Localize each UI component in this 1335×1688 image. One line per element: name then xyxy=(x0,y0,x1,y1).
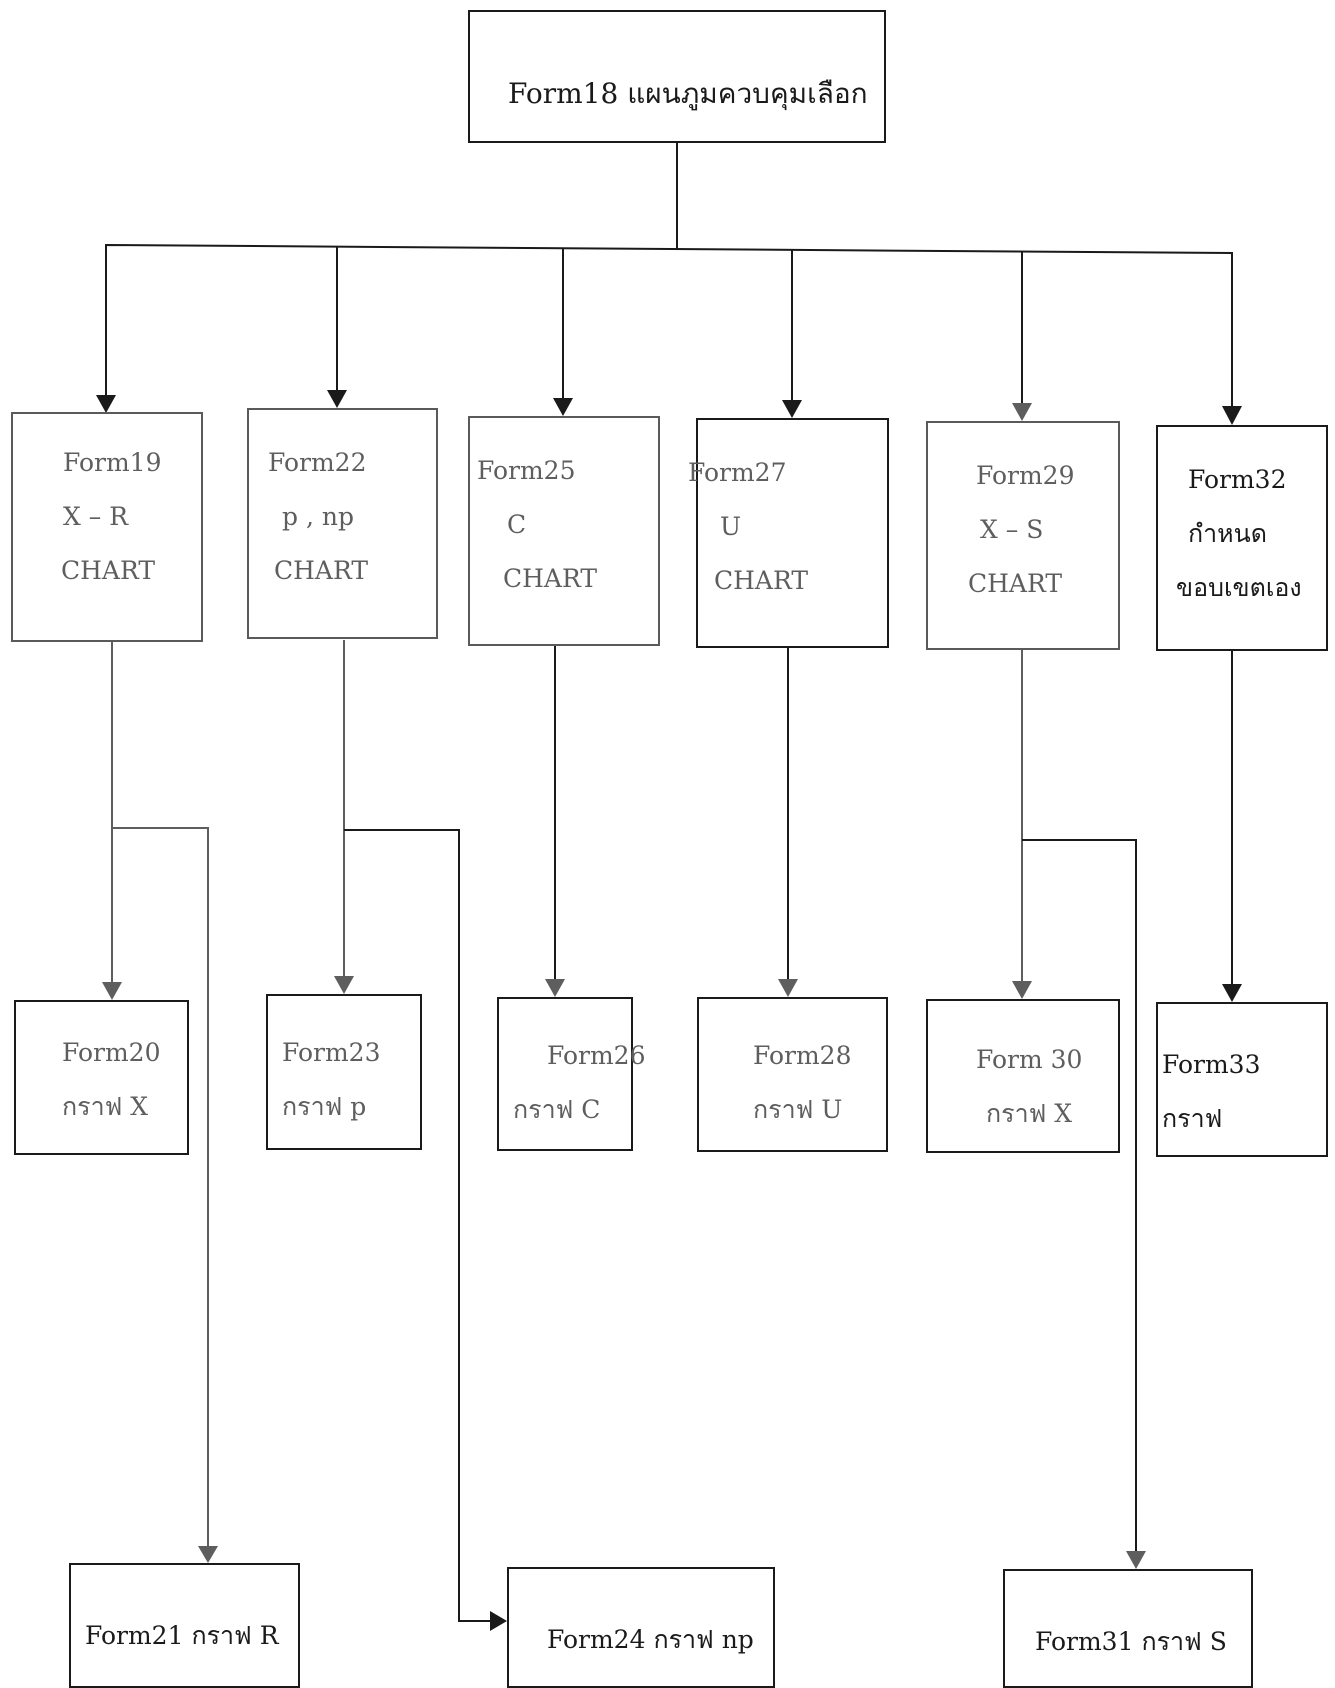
node-form22: Form22 p , np CHART xyxy=(247,408,438,639)
node-form27-title: Form27 xyxy=(688,458,787,487)
node-form29-title: Form29 xyxy=(976,461,1075,490)
node-form30-title: Form 30 xyxy=(976,1045,1083,1074)
node-form27: Form27 U CHART xyxy=(688,418,889,648)
node-form33-graph: กราฟ xyxy=(1162,1104,1223,1133)
node-form24: Form24 กราฟ np xyxy=(507,1567,775,1688)
node-form27-chart: CHART xyxy=(714,566,809,595)
arrowhead-form26 xyxy=(545,979,565,997)
arrowhead-form33 xyxy=(1222,984,1242,1002)
node-form24-label: Form24 กราฟ np xyxy=(547,1625,754,1654)
node-form20-graph: กราฟ X xyxy=(62,1092,149,1121)
node-form29: Form29 X – S CHART xyxy=(926,421,1120,650)
node-form18-label: Form18 แผนภูมควบคุมเลือก xyxy=(508,77,868,110)
node-form22-chart: CHART xyxy=(274,556,369,585)
arrowhead-form19 xyxy=(96,395,116,413)
node-form19: Form19 X – R CHART xyxy=(11,412,203,642)
arrowhead-form31 xyxy=(1126,1551,1146,1569)
node-form26: Form26 กราฟ C xyxy=(497,997,646,1151)
node-form32: Form32 กำหนด ขอบเขตเอง xyxy=(1156,425,1328,651)
node-form23-graph: กราฟ p xyxy=(282,1092,367,1121)
node-form20: Form20 กราฟ X xyxy=(14,1000,189,1155)
connector-form19-form21 xyxy=(112,827,209,1555)
node-form22-title: Form22 xyxy=(268,448,367,477)
node-form25-chart: CHART xyxy=(503,564,598,593)
node-form28-title: Form28 xyxy=(753,1041,852,1070)
arrowhead-form20 xyxy=(102,982,122,1000)
node-form21-label: Form21 กราฟ R xyxy=(85,1621,279,1650)
arrowhead-form27 xyxy=(782,400,802,418)
arrowhead-form25 xyxy=(553,398,573,416)
node-form18: Form18 แผนภูมควบคุมเลือก xyxy=(468,10,886,143)
node-form32-line3: ขอบเขตเอง xyxy=(1176,573,1302,602)
node-form27-type: U xyxy=(720,512,742,541)
node-form26-graph: กราฟ C xyxy=(513,1095,601,1124)
node-form19-chart: CHART xyxy=(61,556,156,585)
arrowhead-form28 xyxy=(778,979,798,997)
node-form19-title: Form19 xyxy=(63,448,162,477)
node-form25: Form25 C CHART xyxy=(468,416,660,646)
node-form28-graph: กราฟ U xyxy=(753,1095,843,1124)
node-form33: Form33 กราฟ xyxy=(1156,1002,1328,1157)
node-form30-graph: กราฟ X xyxy=(986,1099,1073,1128)
node-form23: Form23 กราฟ p xyxy=(266,994,422,1150)
connector-top-bus xyxy=(105,243,1233,415)
node-form32-line2: กำหนด xyxy=(1188,519,1267,548)
node-form25-type: C xyxy=(507,510,527,539)
node-form19-type: X – R xyxy=(63,502,129,531)
connector-form22-form24 xyxy=(344,829,498,1622)
node-form30: Form 30 กราฟ X xyxy=(926,999,1120,1153)
arrowhead-form30 xyxy=(1012,981,1032,999)
arrowhead-form23 xyxy=(334,976,354,994)
node-form33-title: Form33 xyxy=(1162,1050,1261,1079)
node-form28: Form28 กราฟ U xyxy=(697,997,888,1152)
arrowhead-form24 xyxy=(490,1611,507,1631)
node-form31-label: Form31 กราฟ S xyxy=(1035,1627,1227,1656)
node-form29-chart: CHART xyxy=(968,569,1063,598)
node-form20-title: Form20 xyxy=(62,1038,161,1067)
node-form29-type: X – S xyxy=(980,515,1044,544)
node-form31: Form31 กราฟ S xyxy=(1003,1569,1253,1688)
arrowhead-form32 xyxy=(1222,406,1242,425)
arrowhead-form29 xyxy=(1012,403,1032,421)
connector-form29-form31 xyxy=(1022,839,1137,1560)
node-form25-title: Form25 xyxy=(477,456,576,485)
arrowhead-form22 xyxy=(327,390,347,408)
arrowhead-form21 xyxy=(198,1546,218,1563)
node-form23-title: Form23 xyxy=(282,1038,381,1067)
node-form21: Form21 กราฟ R xyxy=(69,1563,300,1688)
node-form26-title: Form26 xyxy=(547,1041,646,1070)
node-form32-title: Form32 xyxy=(1188,465,1287,494)
node-form22-type: p , np xyxy=(282,502,354,531)
